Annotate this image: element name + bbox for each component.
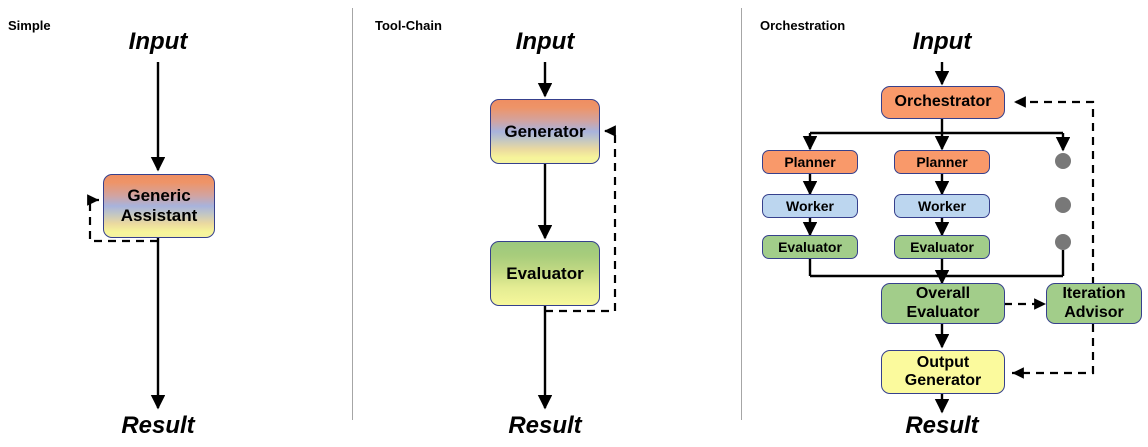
node-overall-evaluator[interactable]: Overall Evaluator: [881, 283, 1005, 324]
panel-title-simple: Simple: [8, 18, 51, 33]
node-iteration-advisor[interactable]: Iteration Advisor: [1046, 283, 1142, 324]
node-label-line2: Evaluator: [906, 303, 980, 321]
node-worker-2[interactable]: Worker: [894, 194, 990, 218]
node-evaluator-1[interactable]: Evaluator: [762, 235, 858, 259]
node-planner-1[interactable]: Planner: [762, 150, 858, 174]
node-output-generator[interactable]: Output Generator: [881, 350, 1005, 394]
panel2-result-label: Result: [508, 412, 582, 439]
panel-divider-1: [352, 8, 353, 420]
ellipsis-dot: [1055, 234, 1071, 250]
node-label-line1: Generic: [127, 186, 191, 206]
panel2-connectors: [537, 62, 617, 410]
node-worker-1[interactable]: Worker: [762, 194, 858, 218]
node-label-line1: Iteration: [1062, 285, 1126, 303]
panel1-result-label: Result: [121, 412, 195, 439]
node-label-line1: Planner: [784, 153, 836, 170]
node-label-line2: Advisor: [1064, 303, 1124, 321]
ellipsis-dot: [1055, 153, 1071, 169]
panel-title-orchestration: Orchestration: [760, 18, 846, 33]
panel3-input-label: Input: [912, 28, 972, 55]
node-label-line1: Worker: [918, 197, 966, 214]
panel1-connectors: [87, 62, 166, 410]
node-label-line1: Evaluator: [506, 263, 584, 283]
node-orchestrator[interactable]: Orchestrator: [881, 86, 1005, 119]
panel3-connectors: [802, 62, 1095, 414]
panel2-input-label: Input: [515, 28, 575, 55]
node-label-line1: Planner: [916, 153, 968, 170]
node-evaluator-2[interactable]: Evaluator: [894, 235, 990, 259]
node-planner-2[interactable]: Planner: [894, 150, 990, 174]
panel3-result-label: Result: [905, 412, 979, 439]
node-label-line1: Output: [916, 353, 970, 371]
node-label-line1: Evaluator: [910, 238, 974, 255]
node-label-line1: Overall: [915, 285, 971, 303]
node-label-line1: Generator: [504, 121, 586, 141]
node-label-line2: Generator: [904, 372, 982, 389]
panel-title-tool-chain: Tool-Chain: [375, 18, 442, 33]
ellipsis-dot: [1055, 197, 1071, 213]
node-label-line1: Orchestrator: [894, 93, 992, 111]
node-label-line1: Evaluator: [778, 238, 842, 255]
panel1-input-label: Input: [128, 28, 188, 55]
node-evaluator[interactable]: Evaluator: [490, 241, 600, 306]
node-label-line2: Assistant: [120, 206, 198, 225]
node-generic-assistant[interactable]: Generic Assistant: [103, 174, 215, 238]
node-label-line1: Worker: [786, 197, 834, 214]
panel-divider-2: [741, 8, 742, 420]
node-generator[interactable]: Generator: [490, 99, 600, 164]
